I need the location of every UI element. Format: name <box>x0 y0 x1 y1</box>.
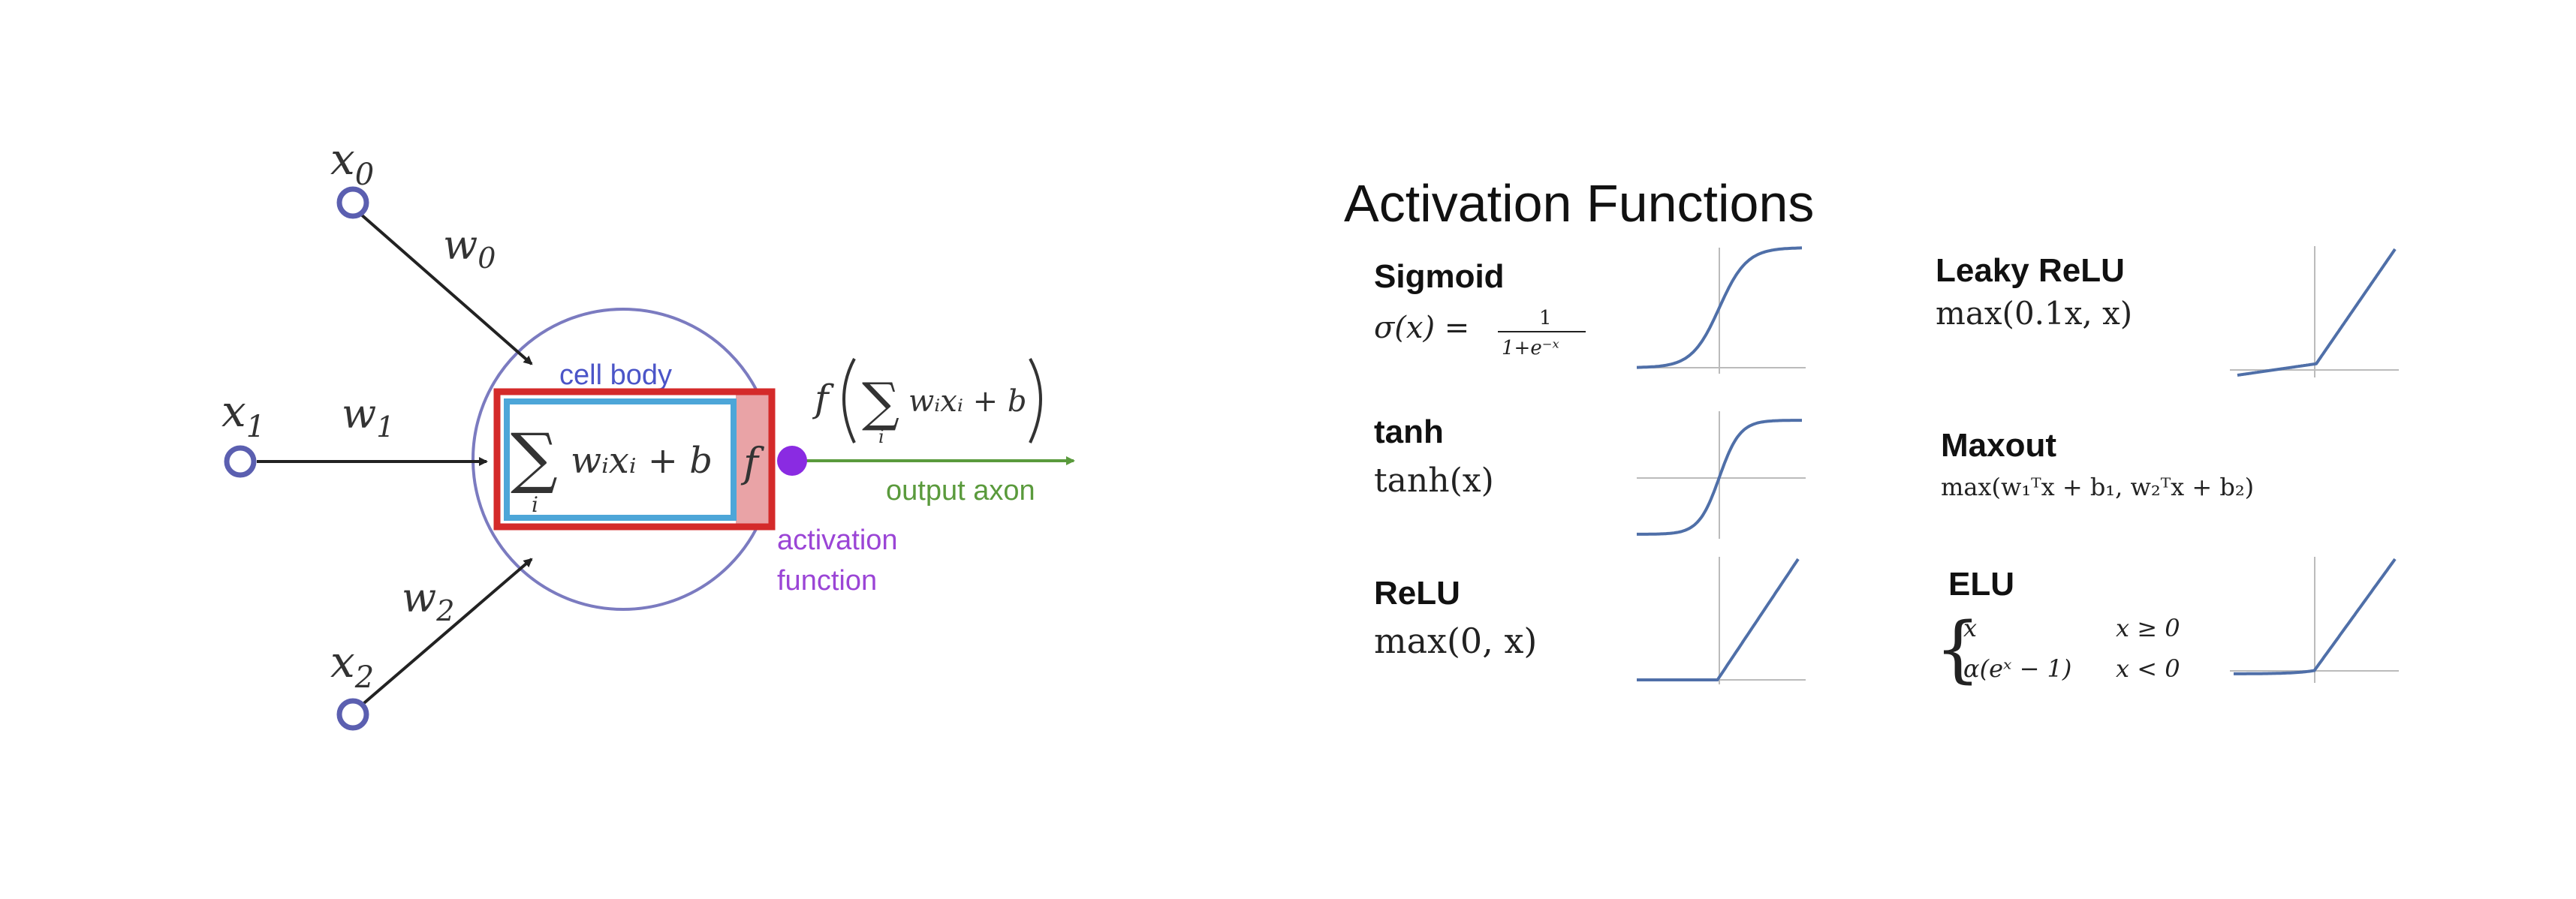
function-condition-elu-1: x ≥ 0 <box>2116 614 2180 642</box>
function-formula-relu: max(0, x) <box>1374 621 1537 661</box>
svg-text:wᵢxᵢ + b: wᵢxᵢ + b <box>908 384 1026 419</box>
svg-text:f: f <box>812 377 834 420</box>
function-formula-elu-case2: α(eˣ − 1) <box>1963 654 2071 683</box>
plot-sigmoid <box>1637 246 1806 374</box>
cell-body-label: cell body <box>559 359 672 391</box>
svg-text:i: i <box>878 426 884 447</box>
plot-leaky-relu <box>2230 246 2399 377</box>
plot-relu <box>1637 557 1806 684</box>
plot-elu <box>2230 557 2399 683</box>
function-condition-elu-2: x < 0 <box>2116 654 2180 683</box>
function-name-elu: ELU <box>1948 566 2014 603</box>
activation-label-line1: activation <box>777 525 898 556</box>
curve-sigmoid <box>1637 246 1802 369</box>
function-formula-elu-case1: x <box>1963 614 1977 642</box>
output-axon-label: output axon <box>886 475 1035 507</box>
input-label-0: x0 <box>330 134 374 192</box>
neuron-red-box <box>493 388 776 531</box>
input-edge-2 <box>353 558 533 713</box>
function-formula-sigmoid-den: 1+e⁻ˣ <box>1502 337 1559 359</box>
curve-elu <box>2234 558 2397 675</box>
sum-index: i <box>532 492 538 517</box>
curve-leaky-relu <box>2237 248 2397 377</box>
activation-panel-title: Activation Functions <box>1344 174 1814 233</box>
input-node-0 <box>336 186 369 219</box>
output-formula: f ∑ i wᵢxᵢ + b <box>812 358 1042 447</box>
sum-term: wᵢxᵢ + b <box>571 440 713 482</box>
input-node-1 <box>224 445 257 478</box>
function-name-maxout: Maxout <box>1941 427 2056 464</box>
function-formula-sigmoid-lhs: σ(x) = <box>1374 311 1469 345</box>
sum-symbol: ∑ <box>511 419 558 496</box>
input-label-2: x2 <box>330 636 374 695</box>
function-name-tanh: tanh <box>1374 413 1444 450</box>
output-dot <box>777 446 807 476</box>
input-node-2 <box>336 698 369 731</box>
activation-label-line2: function <box>777 565 877 597</box>
sum-blue-box <box>504 398 737 521</box>
weight-label-2: w2 <box>402 574 454 627</box>
function-formula-maxout: max(w₁ᵀx + b₁, w₂ᵀx + b₂) <box>1941 473 2254 501</box>
activation-region <box>736 394 772 525</box>
function-name-sigmoid: Sigmoid <box>1374 258 1505 295</box>
function-name-leaky-relu: Leaky ReLU <box>1936 252 2125 289</box>
activation-panel: Activation Functions Sigmoid σ(x) = 1 1+… <box>1344 174 2399 691</box>
function-formula-tanh: tanh(x) <box>1374 462 1494 500</box>
input-edge-0 <box>353 207 533 365</box>
neuron-diagram: x0 x1 x2 w0 w1 w2 cell body ∑ i wᵢxᵢ + b… <box>221 134 1075 731</box>
curve-relu <box>1637 558 1800 681</box>
input-label-1: x1 <box>221 386 265 444</box>
curve-tanh <box>1637 419 1802 536</box>
weight-label-1: w1 <box>342 390 394 443</box>
function-brace-elu: { <box>1935 607 1981 691</box>
function-formula-sigmoid-num: 1 <box>1539 307 1552 329</box>
weight-label-0: w0 <box>443 221 496 275</box>
svg-text:∑: ∑ <box>862 371 899 433</box>
function-formula-leaky-relu: max(0.1x, x) <box>1936 295 2132 332</box>
function-name-relu: ReLU <box>1374 575 1460 612</box>
plot-tanh <box>1637 411 1806 539</box>
